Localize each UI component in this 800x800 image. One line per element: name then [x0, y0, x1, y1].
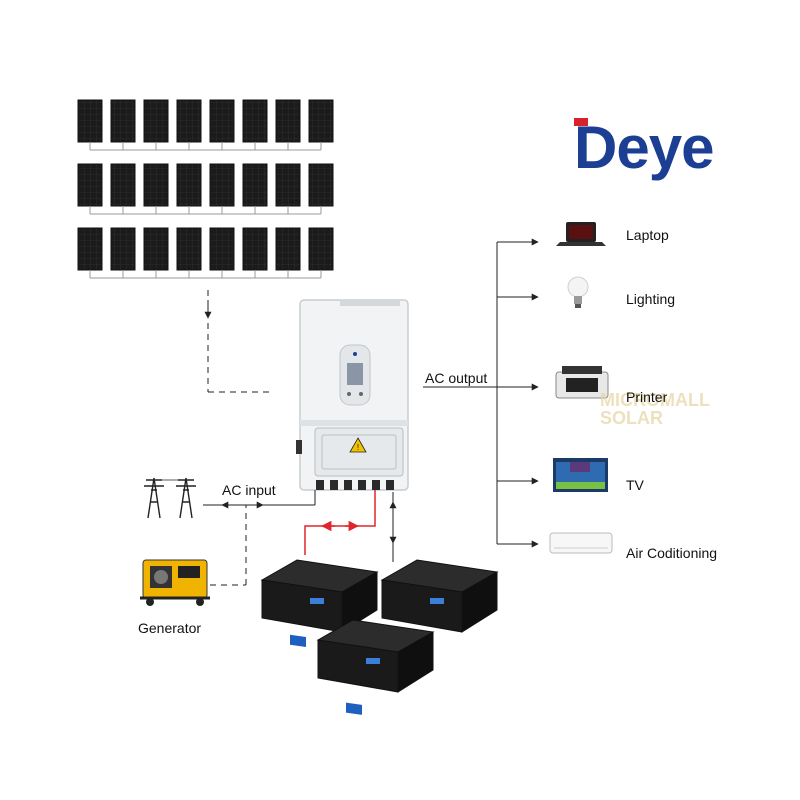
solar-panel: [209, 99, 235, 143]
battery-module: [316, 619, 435, 715]
hybrid-inverter: !: [296, 299, 409, 491]
solar-panel: [143, 163, 169, 207]
generator-icon: [140, 559, 210, 606]
solar-panel: [77, 227, 103, 271]
load-label-laptop: Laptop: [626, 227, 669, 243]
watermark-line1: MICROMALL: [600, 390, 710, 410]
ac-output-bus: [423, 242, 498, 544]
solar-panel: [176, 99, 202, 143]
load-label-air-conditioning: Air Coditioning: [626, 545, 718, 561]
solar-panel: [308, 163, 334, 207]
solar-panel: [176, 163, 202, 207]
solar-panel: [110, 99, 136, 143]
battery-bank: [260, 559, 499, 715]
battery-module: [380, 559, 499, 664]
dc-battery-link: [304, 490, 376, 555]
solar-panel: [209, 163, 235, 207]
solar-panel: [143, 99, 169, 143]
svg-text:!: !: [357, 443, 359, 452]
generator-label: Generator: [138, 620, 202, 636]
watermark-line2: SOLAR: [600, 408, 663, 428]
generator-line: [210, 505, 247, 586]
solar-panel: [77, 163, 103, 207]
logo-accent-bar: [574, 118, 588, 126]
solar-panel: [110, 227, 136, 271]
light-bulb-icon: [567, 276, 589, 308]
load-arrows: [497, 238, 539, 548]
solar-panel: [242, 227, 268, 271]
warning-icon: [349, 437, 367, 453]
ac-input-label: AC input: [222, 482, 276, 498]
solar-panel: [77, 99, 103, 143]
logo-text: Deye: [574, 114, 714, 181]
solar-panel: [242, 163, 268, 207]
battery-module: [260, 559, 379, 648]
tv-icon: [553, 458, 608, 492]
solar-panel: [275, 163, 301, 207]
solar-panel: [143, 227, 169, 271]
air-conditioner-icon: [549, 532, 613, 554]
solar-panel: [275, 99, 301, 143]
solar-array: [77, 99, 334, 279]
laptop-icon: [556, 222, 606, 246]
solar-panel: [308, 227, 334, 271]
solar-panel: [242, 99, 268, 143]
inverter-display: [339, 344, 371, 406]
power-pylon-icon: [144, 477, 196, 519]
solar-panel: [209, 227, 235, 271]
printer-icon: [555, 366, 609, 399]
load-label-lighting: Lighting: [626, 291, 676, 307]
solar-panel: [308, 99, 334, 143]
load-label-tv: TV: [626, 477, 644, 493]
solar-panel: [176, 227, 202, 271]
pv-input-line: [207, 290, 270, 393]
ac-output-label: AC output: [425, 370, 488, 386]
solar-panel: [110, 163, 136, 207]
ac-input-line: [203, 490, 316, 509]
solar-panel: [275, 227, 301, 271]
load-label-printer: Printer: [626, 389, 668, 405]
